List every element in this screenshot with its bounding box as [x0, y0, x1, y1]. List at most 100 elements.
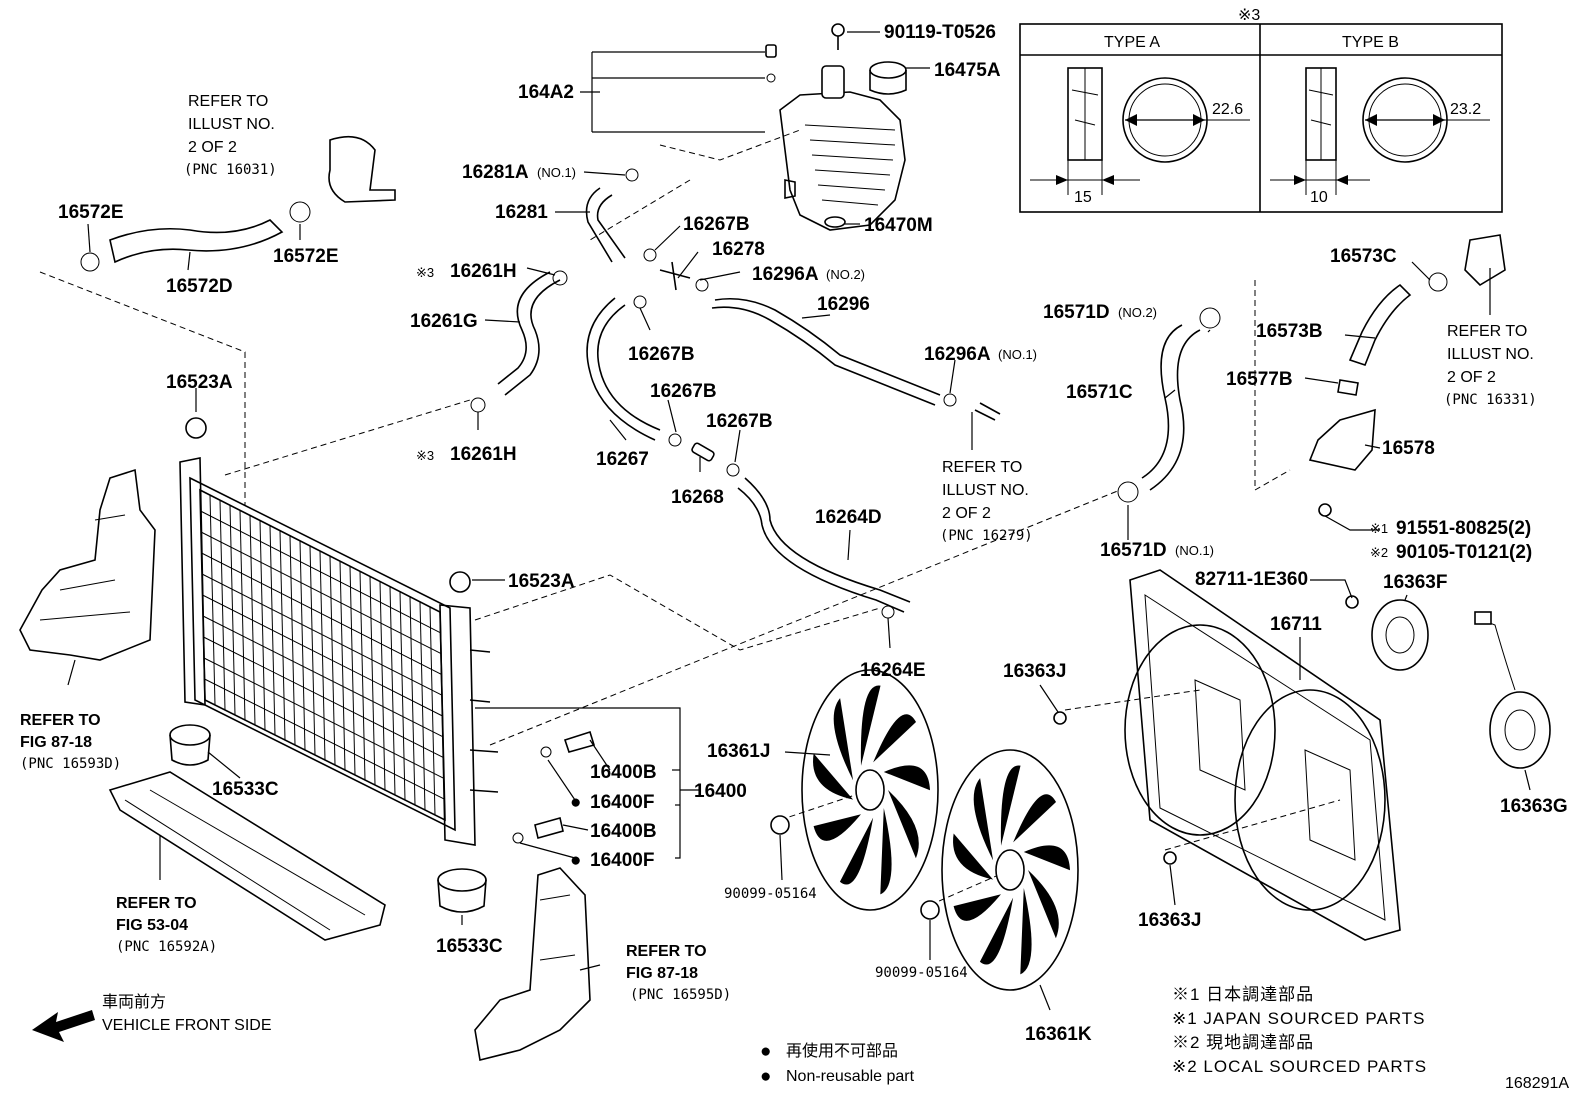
part-labels: 90119-T0526 16475A 164A2 16281A (NO.1) 1…: [58, 22, 1568, 1045]
radiator-fin: [204, 678, 445, 800]
label-16400f-1-bullet: ●: [570, 792, 581, 813]
ref-16595d-line1: REFER TO: [626, 943, 707, 960]
label-16261g: 16261G: [410, 311, 478, 332]
label-16361j: 16361J: [707, 741, 770, 762]
air-guide-left: [19, 468, 156, 661]
vehicle-front-arrow-icon: [32, 1010, 95, 1042]
label-16267: 16267: [596, 449, 649, 470]
fan-blade: [1020, 887, 1032, 975]
label-16363g: 16363G: [1500, 796, 1568, 817]
clamp-type-b-width: 10: [1310, 189, 1328, 206]
direction-en: VEHICLE FRONT SIDE: [102, 1017, 272, 1034]
direction-jp: 車両前方: [102, 993, 166, 1011]
label-16571c: 16571C: [1066, 382, 1133, 403]
label-16572e-1: 16572E: [58, 202, 124, 223]
label-16267b-2: 16267B: [628, 344, 695, 365]
label-16363j-2: 16363J: [1138, 910, 1201, 931]
label-82711: 82711-1E360: [1195, 569, 1308, 590]
label-16361k: 16361K: [1025, 1024, 1092, 1045]
label-90119: 90119-T0526: [884, 22, 996, 43]
label-16296a-1-sub: (NO.1): [998, 347, 1037, 362]
sourcing-notes: ※1 日本調達部品 ※1 JAPAN SOURCED PARTS ※2 現地調達…: [1172, 985, 1427, 1076]
clamp-table-mark: ※3: [1238, 7, 1260, 24]
label-16400b-2: 16400B: [590, 821, 657, 842]
label-16296a-1: 16296A: [924, 344, 991, 365]
label-16470m: 16470M: [864, 215, 933, 236]
clamp-type-a-width: 15: [1074, 189, 1092, 206]
ref-16031-line2: ILLUST NO.: [188, 116, 275, 133]
radiator: [179, 417, 499, 846]
label-16400f-2: 16400F: [590, 850, 654, 871]
fan-blade: [953, 833, 994, 880]
radiator-fin: [201, 573, 443, 696]
label-16296a-2: 16296A: [752, 264, 819, 285]
fan-16361j: [770, 669, 939, 911]
label-90099-2: 90099-05164: [875, 965, 968, 981]
hose-16573b: [1308, 234, 1506, 517]
ref-16331-line2: ILLUST NO.: [1447, 346, 1534, 363]
label-16363j-1: 16363J: [1003, 661, 1066, 682]
ref-16593d-line3: (PNC 16593D): [20, 756, 121, 772]
label-16281a: 16281A: [462, 162, 529, 183]
label-16296: 16296: [817, 294, 870, 315]
fan-blade: [1013, 794, 1057, 843]
label-16281: 16281: [495, 202, 548, 223]
ref-16595d-line2: FIG 87-18: [626, 965, 698, 982]
label-16475a: 16475A: [934, 60, 1001, 81]
label-16267b-3: 16267B: [650, 381, 717, 402]
radiator-fin: [200, 510, 441, 634]
ref-16279-line3: 2 OF 2: [942, 505, 991, 522]
label-16571d-2: 16571D: [1043, 302, 1110, 323]
fan-blade: [813, 814, 861, 841]
ref-16595d-line3: (PNC 16595D): [630, 987, 731, 1003]
leader-lines: [67, 31, 1531, 1011]
label-16261h-2: 16261H: [450, 444, 517, 465]
clamp-type-b-title: TYPE B: [1342, 34, 1399, 51]
label-16267b-1: 16267B: [683, 214, 750, 235]
label-16523a-1: 16523A: [166, 372, 233, 393]
label-16261h-1: 16261H: [450, 261, 517, 282]
note-2: ※1 JAPAN SOURCED PARTS: [1172, 1009, 1426, 1028]
label-16400: 16400: [694, 781, 747, 802]
legend-nonreusable-jp: 再使用不可部品: [786, 1042, 898, 1060]
fan-blade: [873, 714, 917, 763]
label-16363f: 16363F: [1383, 572, 1447, 593]
label-16268: 16268: [671, 487, 724, 508]
label-90105: 90105-T0121(2): [1396, 542, 1532, 563]
label-16281a-sub: (NO.1): [537, 165, 576, 180]
radiator-fin: [202, 615, 444, 738]
label-16573b: 16573B: [1256, 321, 1323, 342]
caps-16533c: [169, 724, 487, 913]
ref-16593d-line1: REFER TO: [20, 712, 101, 729]
label-16572d: 16572D: [166, 276, 233, 297]
legend-bullet-1: ●: [760, 1041, 771, 1062]
fan-motor-16363g: [1474, 611, 1551, 769]
fan-blade: [1023, 845, 1070, 871]
reservoir-tank: [765, 23, 907, 231]
ref-16593d-line2: FIG 87-18: [20, 734, 92, 751]
legend-nonreusable-en: Non-reusable part: [786, 1068, 915, 1085]
note-4: ※2 LOCAL SOURCED PARTS: [1172, 1057, 1427, 1076]
note-1: ※1 日本調達部品: [1172, 985, 1314, 1004]
label-16296a-2-sub: (NO.2): [826, 267, 865, 282]
label-16264d: 16264D: [815, 507, 882, 528]
fan-blade: [973, 778, 994, 861]
ref-16592a-line2: FIG 53-04: [116, 917, 188, 934]
label-16261h-1-mark: ※3: [416, 265, 434, 280]
upper-hoses: [470, 168, 1001, 619]
legend: ● 再使用不可部品 ● Non-reusable part: [760, 1041, 915, 1087]
fan-blade: [833, 698, 854, 781]
label-16571d-2-sub: (NO.2): [1118, 305, 1157, 320]
label-16267b-4: 16267B: [706, 411, 773, 432]
label-16578: 16578: [1382, 438, 1435, 459]
fan-16361k: [920, 749, 1079, 991]
hose-16571c: [1117, 307, 1221, 503]
label-16571d-1-sub: (NO.1): [1175, 543, 1214, 558]
clamp-type-a-title: TYPE A: [1104, 34, 1160, 51]
illustration-number: 168291A: [1505, 1075, 1569, 1092]
radiator-fin: [200, 531, 442, 655]
fan-blade: [839, 817, 874, 885]
fan-blade: [813, 753, 854, 800]
ref-16031-line4: (PNC 16031): [184, 162, 277, 178]
